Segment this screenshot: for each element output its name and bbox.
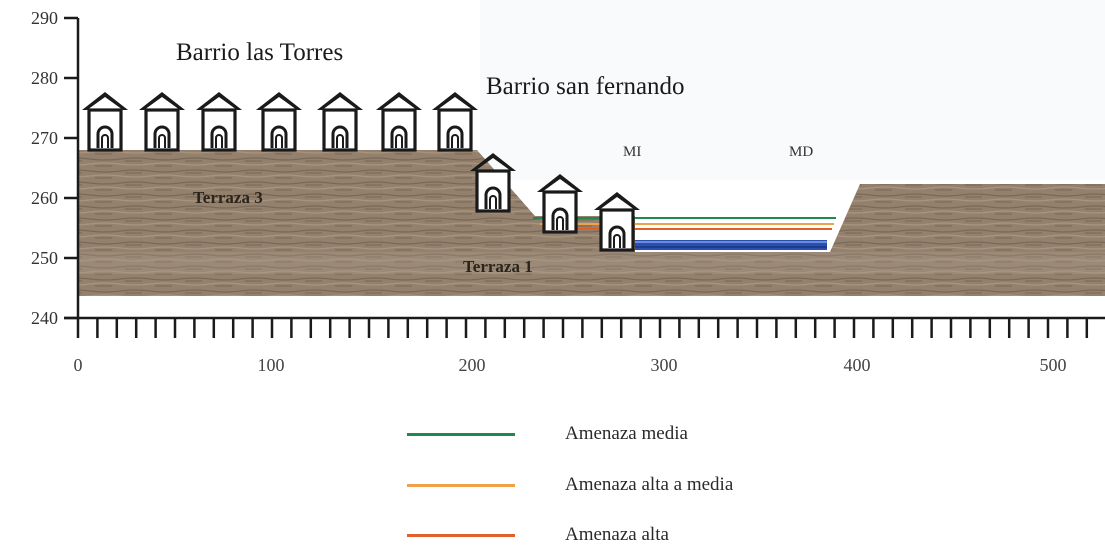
house-icon xyxy=(315,90,365,152)
x-tick-label: 400 xyxy=(844,355,871,375)
y-tick-label: 240 xyxy=(31,308,58,328)
house-icon xyxy=(430,90,480,152)
legend-item-amenaza-media: Amenaza media xyxy=(400,420,900,450)
house-icon xyxy=(592,190,642,252)
legend-label: Amenaza alta a media xyxy=(565,474,734,495)
legend-label: Amenaza alta xyxy=(565,524,669,545)
house-icon xyxy=(137,90,187,152)
x-tick-label: 100 xyxy=(258,355,285,375)
cross-section-diagram: 290 280 270 260 250 240 0 100 200 300 40… xyxy=(31,8,1105,375)
river-channel xyxy=(635,240,827,250)
y-tick-label: 280 xyxy=(31,68,58,88)
house-icon xyxy=(374,90,424,152)
legend-swatch xyxy=(407,484,515,487)
house-icon xyxy=(194,90,244,152)
legend: Amenaza media Amenaza alta a media Amena… xyxy=(400,420,900,550)
mi-label: MI xyxy=(623,144,641,160)
legend-item-amenaza-alta: Amenaza alta xyxy=(400,521,900,551)
y-tick-label: 290 xyxy=(31,8,58,28)
x-tick-label: 200 xyxy=(459,355,486,375)
x-tick-label: 300 xyxy=(651,355,678,375)
barrio-las-torres-label: Barrio las Torres xyxy=(176,39,343,66)
x-tick-label: 0 xyxy=(74,355,83,375)
y-tick-label: 270 xyxy=(31,128,58,148)
legend-swatch xyxy=(407,433,515,436)
house-icon xyxy=(535,172,585,234)
terraza-1-label: Terraza 1 xyxy=(463,257,533,276)
md-label: MD xyxy=(789,144,813,160)
y-tick-label: 250 xyxy=(31,248,58,268)
barrio-san-fernando-label: Barrio san fernando xyxy=(486,73,685,100)
legend-label: Amenaza media xyxy=(565,423,688,444)
house-icon xyxy=(80,90,130,152)
house-icon xyxy=(254,90,304,152)
x-tick-label: 500 xyxy=(1040,355,1067,375)
y-axis-ticks xyxy=(64,16,78,320)
terraza-3-label: Terraza 3 xyxy=(193,188,263,207)
legend-item-amenaza-alta-a-media: Amenaza alta a media xyxy=(400,471,900,501)
x-axis-ticks xyxy=(76,318,1089,338)
y-tick-label: 260 xyxy=(31,188,58,208)
legend-swatch xyxy=(407,534,515,537)
